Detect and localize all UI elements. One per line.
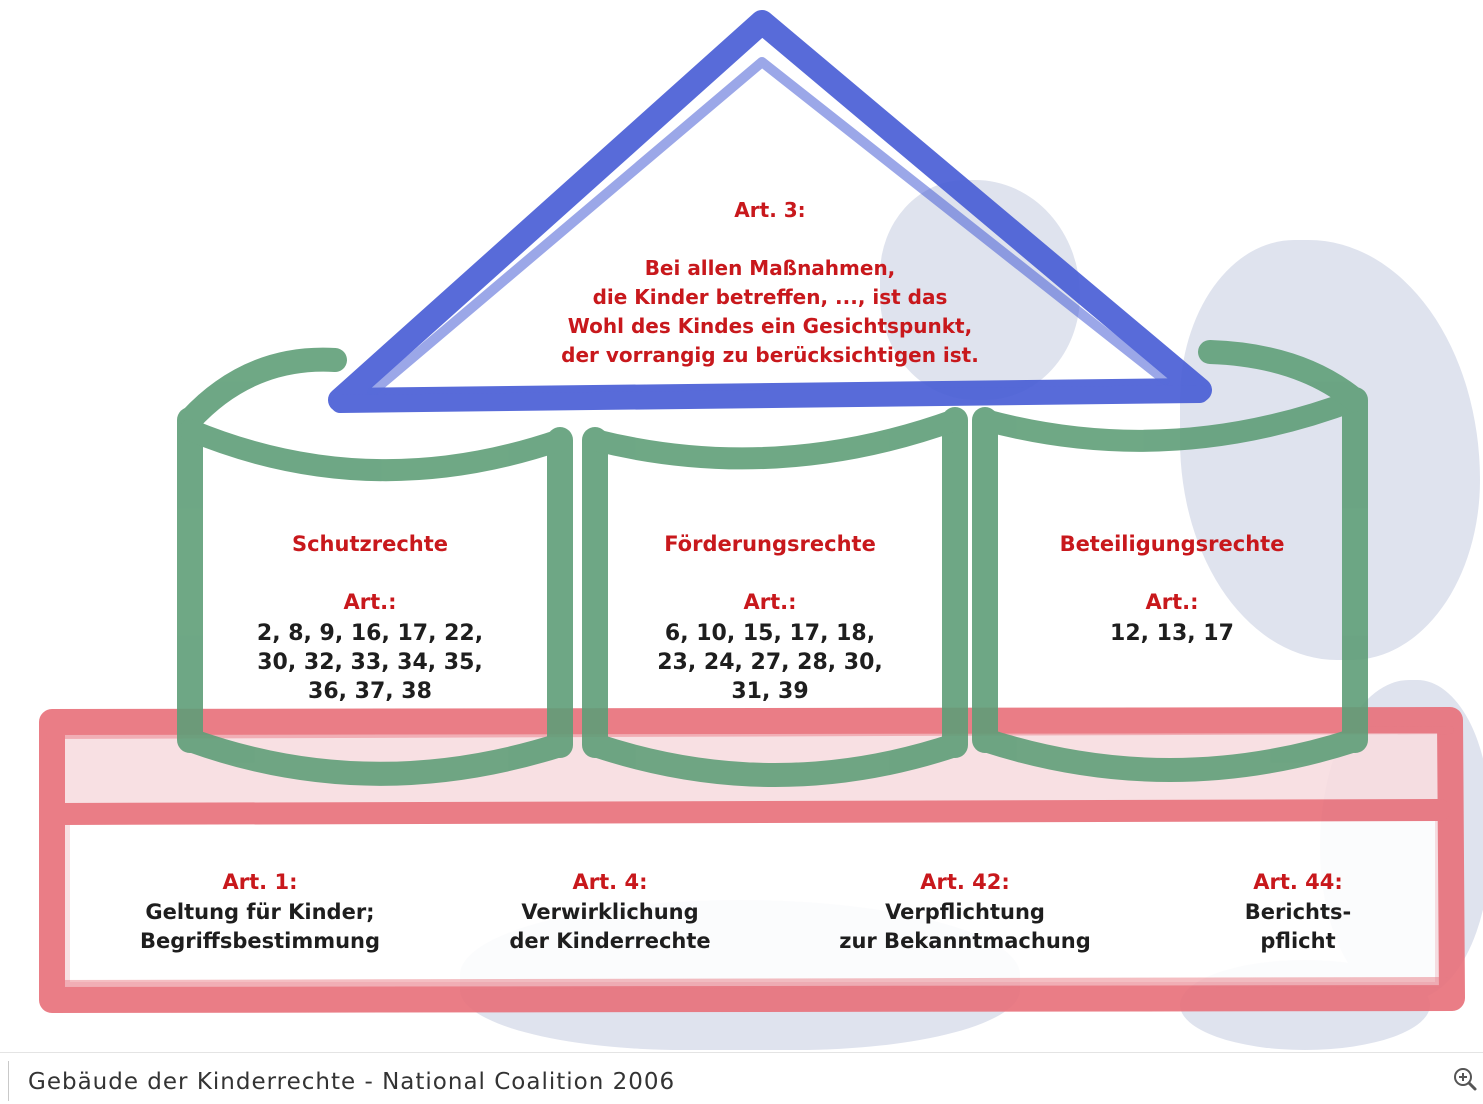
pillar-title-foerderungsrechte: Förderungsrechte (664, 532, 876, 556)
house-drawing (39, 10, 1465, 1013)
pillar-title-schutzrechte: Schutzrechte (291, 532, 448, 556)
caption-bar (0, 1052, 1483, 1104)
base-article-text: Verwirklichung der Kinderrechte (509, 900, 711, 953)
base-slab (39, 707, 1465, 1013)
background-shape (1180, 240, 1480, 660)
pillar-art-label: Art.: (1145, 590, 1199, 614)
image-caption: Gebäude der Kinderrechte - National Coal… (28, 1069, 676, 1095)
base-article-number: Art. 42: (920, 870, 1010, 894)
pillar-art-label: Art.: (743, 590, 797, 614)
zoom-in-icon[interactable] (1452, 1066, 1478, 1092)
pillar-art-label: Art.: (343, 590, 397, 614)
pillar-articles: 12, 13, 17 (1110, 621, 1234, 646)
base-article-text: Berichts- pflicht (1244, 900, 1352, 953)
roof-heading: Art. 3: (734, 198, 806, 222)
pillars (177, 340, 1368, 787)
base-article-number: Art. 44: (1253, 870, 1343, 894)
roof (328, 10, 1212, 413)
pillar-title-beteiligungsrechte: Beteiligungsrechte (1059, 532, 1285, 556)
base-article-number: Art. 4: (572, 870, 648, 894)
pillar-articles: 6, 10, 15, 17, 18, 23, 24, 27, 28, 30, 3… (657, 621, 883, 704)
base-article-text: Verpflichtung zur Bekanntmachung (839, 900, 1091, 953)
pillar-articles: 2, 8, 9, 16, 17, 22, 30, 32, 33, 34, 35,… (256, 621, 484, 704)
caption-divider (8, 1061, 9, 1101)
base-article-number: Art. 1: (222, 870, 298, 894)
roof-text: Bei allen Maßnahmen, die Kinder betreffe… (561, 256, 979, 367)
base-article-text: Geltung für Kinder; Begriffsbestimmung (139, 900, 381, 953)
